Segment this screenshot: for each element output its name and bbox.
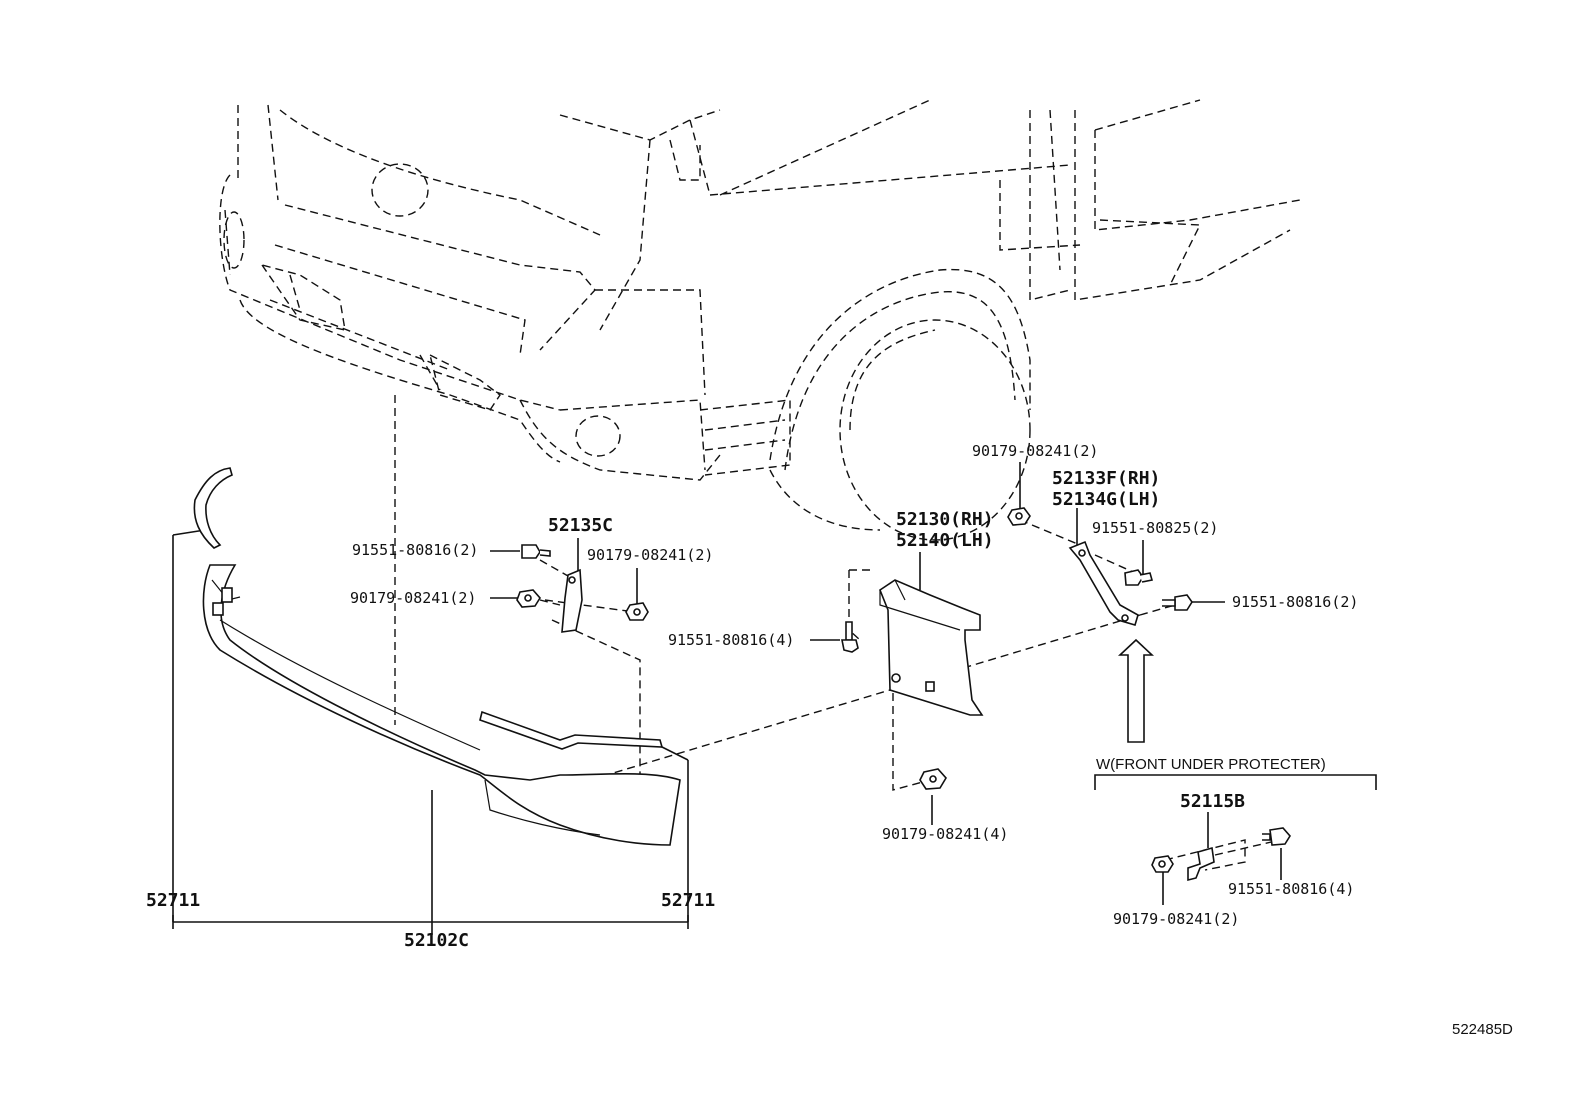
seal-strip-left-part <box>193 467 233 549</box>
bracket-52135c-part <box>561 568 583 633</box>
label-91551-80816-box: 91551-80816(4) <box>1228 880 1355 898</box>
label-90179-08241-top: 90179-08241(2) <box>972 442 1099 460</box>
label-52115b: 52115B <box>1180 791 1246 812</box>
bolt-80825-part <box>1124 569 1154 586</box>
label-91551-80816-mid: 91551-80816(4) <box>668 631 795 649</box>
label-90179-08241-4: 90179-08241(4) <box>882 825 1009 843</box>
bolt-80816-right-part <box>1162 594 1193 611</box>
label-52102c: 52102C <box>404 930 470 951</box>
diagram-id: 522485D <box>1452 1021 1513 1038</box>
label-52134g-lh: 52134G(LH) <box>1052 489 1161 510</box>
label-52133f-rh: 52133F(RH) <box>1052 468 1161 489</box>
bolt-nut-cluster-left <box>516 544 649 621</box>
direction-arrow <box>1117 638 1155 743</box>
vehicle-outline <box>219 99 1301 541</box>
seal-strip-right-part <box>479 710 664 750</box>
label-52135c: 52135C <box>548 515 614 536</box>
label-91551-80816-right: 91551-80816(2) <box>1232 593 1359 611</box>
label-90179-08241-left: 90179-08241(2) <box>350 589 477 607</box>
stay-part <box>1068 540 1139 626</box>
label-front-under-protecter: W(FRONT UNDER PROTECTER) <box>1096 756 1326 773</box>
front-spoiler-part <box>202 564 681 846</box>
label-52140-lh: 52140(LH) <box>896 530 994 551</box>
nut-part <box>919 768 947 790</box>
mud-guard-part <box>879 579 984 716</box>
nut-top-part <box>1007 507 1031 526</box>
bolt-vertical-part <box>841 621 859 653</box>
bracket-52115b-part <box>1151 827 1291 882</box>
leader-lines <box>172 462 1377 935</box>
label-52711-right: 52711 <box>661 890 716 911</box>
label-52130-rh: 52130(RH) <box>896 509 994 530</box>
label-90179-08241-box: 90179-08241(2) <box>1113 910 1240 928</box>
label-52711-left: 52711 <box>146 890 201 911</box>
label-91551-80816-left: 91551-80816(2) <box>352 541 479 559</box>
label-90179-08241-mid: 90179-08241(2) <box>587 546 714 564</box>
label-91551-80825: 91551-80825(2) <box>1092 519 1219 537</box>
